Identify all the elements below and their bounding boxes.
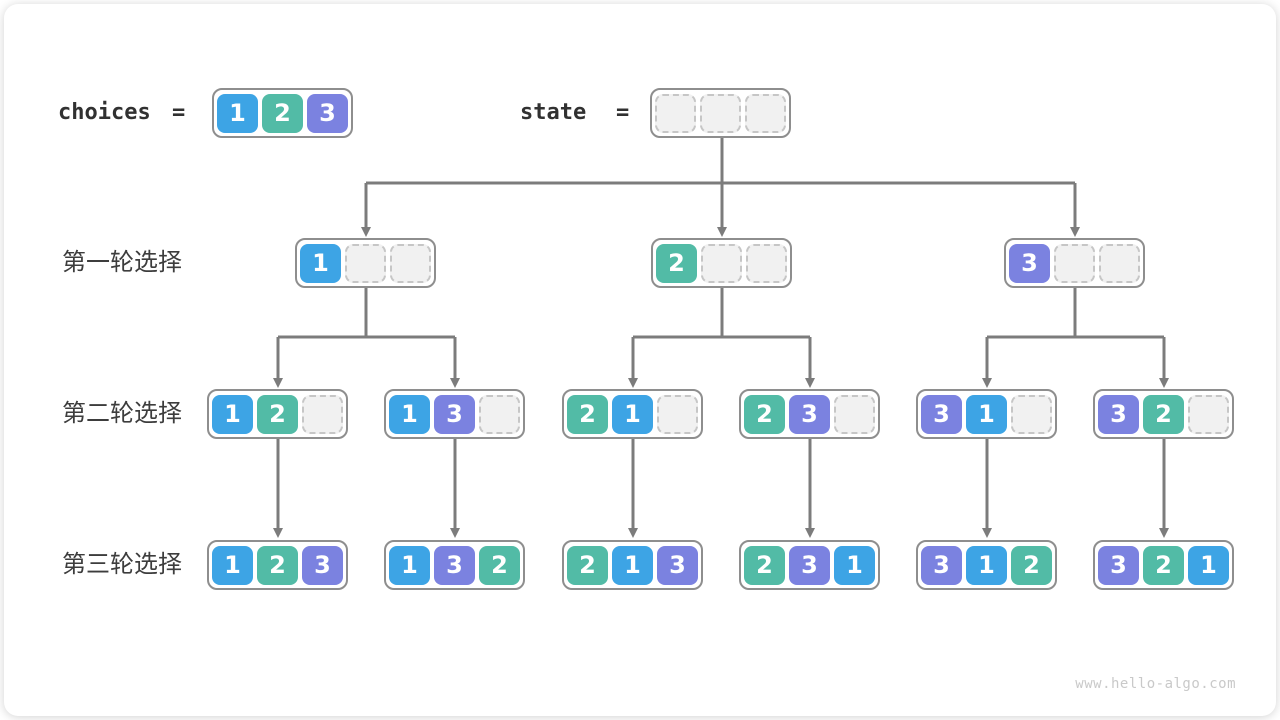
- state-cell: 3: [1098, 394, 1139, 434]
- state-cell: [302, 394, 343, 434]
- state-cell: [701, 243, 742, 283]
- state-node-r1-2: 2: [651, 238, 792, 288]
- state-cell: 2: [656, 243, 697, 283]
- state-cell: 2: [1011, 545, 1052, 585]
- state-cell: 1: [212, 545, 253, 585]
- state-cell: 2: [257, 394, 298, 434]
- state-cell: [1099, 243, 1140, 283]
- state-cell: 3: [789, 545, 830, 585]
- state-cell: 1: [300, 243, 341, 283]
- state-cell: 1: [612, 394, 653, 434]
- state-cell: 1: [612, 545, 653, 585]
- state-cell: [700, 93, 741, 133]
- state-cell: 3: [1009, 243, 1050, 283]
- choices-label: choices: [58, 100, 151, 125]
- state-array-root: [650, 88, 791, 138]
- state-cell: 3: [434, 545, 475, 585]
- state-cell: 3: [434, 394, 475, 434]
- state-cell: 1: [966, 394, 1007, 434]
- state-cell: [1011, 394, 1052, 434]
- state-cell: [657, 394, 698, 434]
- state-cell: 1: [389, 545, 430, 585]
- state-cell: [390, 243, 431, 283]
- state-node-r2-13: 1 3: [384, 389, 525, 439]
- state-cell: 1: [389, 394, 430, 434]
- state-cell: 3: [302, 545, 343, 585]
- choices-cell: 3: [307, 93, 348, 133]
- state-cell: 3: [1098, 545, 1139, 585]
- state-node-r3-213: 2 1 3: [562, 540, 703, 590]
- choices-equals-sign: =: [172, 100, 186, 125]
- watermark: www.hello-algo.com: [1075, 676, 1236, 692]
- state-node-r3-132: 1 3 2: [384, 540, 525, 590]
- state-cell: 2: [257, 545, 298, 585]
- round-2-label: 第二轮选择: [62, 400, 182, 427]
- choices-cell: 2: [262, 93, 303, 133]
- choices-array: 1 2 3: [212, 88, 353, 138]
- state-cell: 3: [921, 394, 962, 434]
- state-label: state: [520, 100, 587, 125]
- state-node-r2-21: 2 1: [562, 389, 703, 439]
- state-cell: [746, 243, 787, 283]
- state-cell: 2: [479, 545, 520, 585]
- state-node-r3-231: 2 3 1: [739, 540, 880, 590]
- state-node-r2-32: 3 2: [1093, 389, 1234, 439]
- state-cell: [834, 394, 875, 434]
- state-node-r1-3: 3: [1004, 238, 1145, 288]
- state-node-r3-123: 1 2 3: [207, 540, 348, 590]
- state-cell: [345, 243, 386, 283]
- state-cell: 2: [567, 545, 608, 585]
- state-cell: 1: [966, 545, 1007, 585]
- state-cell: 3: [921, 545, 962, 585]
- state-cell: 2: [567, 394, 608, 434]
- state-node-r2-12: 1 2: [207, 389, 348, 439]
- state-cell: 3: [789, 394, 830, 434]
- state-cell: [745, 93, 786, 133]
- state-cell: 1: [212, 394, 253, 434]
- state-cell: 2: [744, 545, 785, 585]
- state-node-r3-321: 3 2 1: [1093, 540, 1234, 590]
- state-equals-sign: =: [616, 100, 630, 125]
- state-cell: [655, 93, 696, 133]
- round-1-label: 第一轮选择: [62, 249, 182, 276]
- state-cell: 2: [744, 394, 785, 434]
- choices-cell: 1: [217, 93, 258, 133]
- state-cell: [1188, 394, 1229, 434]
- state-cell: [479, 394, 520, 434]
- state-node-r2-23: 2 3: [739, 389, 880, 439]
- state-cell: 2: [1143, 394, 1184, 434]
- state-node-r3-312: 3 1 2: [916, 540, 1057, 590]
- state-cell: 1: [834, 545, 875, 585]
- round-3-label: 第三轮选择: [62, 551, 182, 578]
- state-cell: 2: [1143, 545, 1184, 585]
- state-cell: [1054, 243, 1095, 283]
- state-node-r2-31: 3 1: [916, 389, 1057, 439]
- state-cell: 1: [1188, 545, 1229, 585]
- state-cell: 3: [657, 545, 698, 585]
- state-node-r1-1: 1: [295, 238, 436, 288]
